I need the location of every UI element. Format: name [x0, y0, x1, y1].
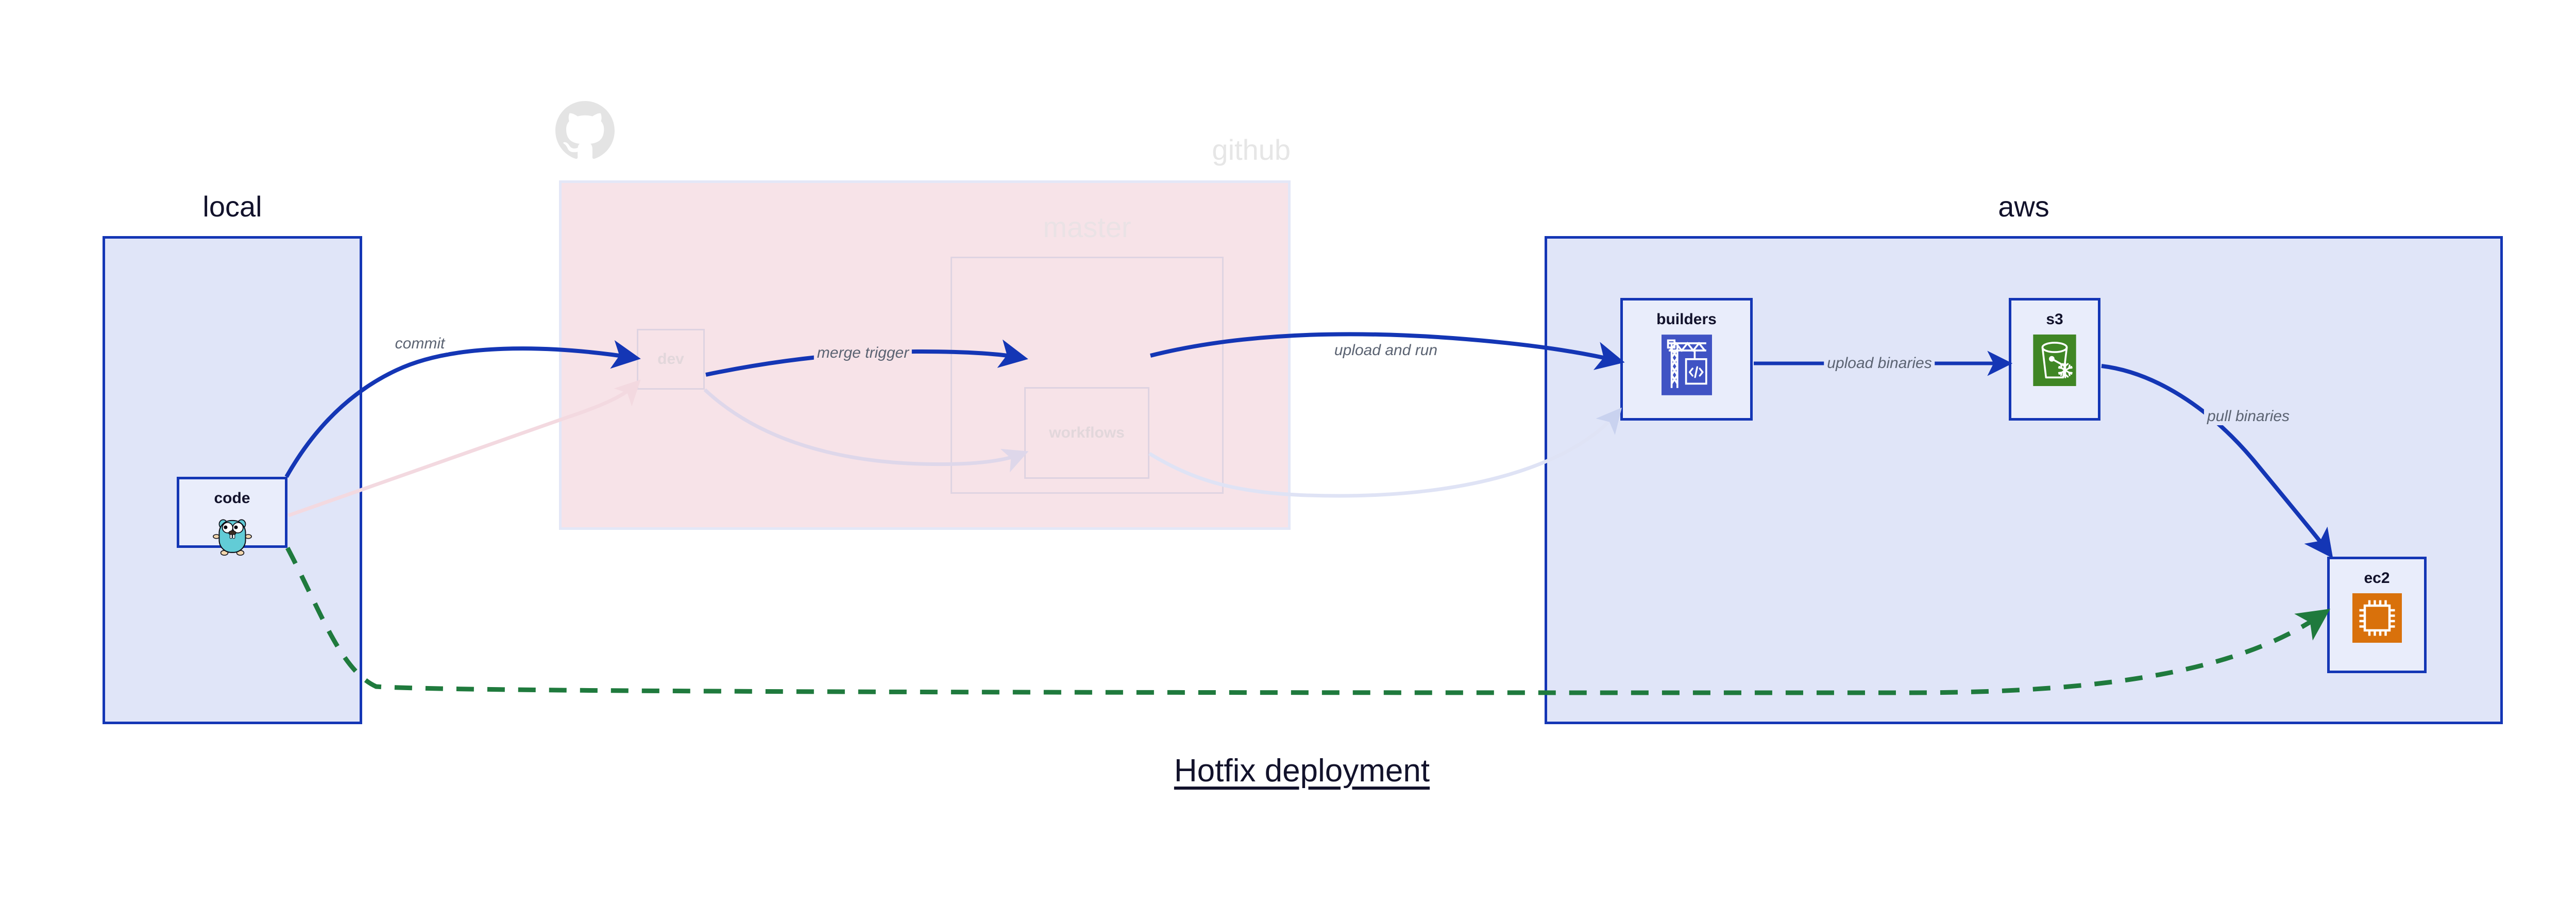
cluster-label-github: github — [1212, 133, 1291, 166]
aws-ec2-cpu-chip-icon — [2352, 593, 2402, 643]
node-code[interactable]: code — [177, 477, 287, 556]
cluster-label-local: local — [202, 190, 262, 223]
aws-s3-glacier-bucket-icon — [2033, 335, 2076, 386]
github-octocat-icon — [555, 101, 615, 160]
cluster-label-aws: aws — [1998, 190, 2049, 223]
node-builders[interactable]: builders — [1620, 298, 1753, 421]
aws-codebuild-crane-icon — [1661, 335, 1712, 395]
node-label-builders: builders — [1656, 311, 1717, 328]
node-dev[interactable]: dev — [637, 329, 705, 390]
node-label-dev: dev — [657, 350, 684, 368]
node-ec2[interactable]: ec2 — [2327, 557, 2427, 673]
diagram-title: Hotfix deployment — [1174, 753, 1430, 789]
node-s3[interactable]: s3 — [2009, 298, 2100, 421]
edge-label-pull-binaries: pull binaries — [2204, 408, 2293, 425]
node-workflows[interactable]: workflows — [1024, 387, 1149, 479]
node-label-ec2: ec2 — [2364, 570, 2390, 587]
subcluster-label-master: master — [1043, 211, 1131, 243]
edge-label-upload-binaries: upload binaries — [1824, 355, 1935, 372]
edge-label-commit: commit — [392, 335, 448, 353]
node-label-s3: s3 — [2046, 311, 2063, 328]
node-label-workflows: workflows — [1049, 424, 1125, 441]
node-label-code: code — [214, 490, 250, 507]
go-gopher-icon — [212, 513, 252, 556]
edge-label-upload-and-run: upload and run — [1331, 342, 1441, 359]
edge-label-merge-trigger: merge trigger — [814, 344, 912, 362]
